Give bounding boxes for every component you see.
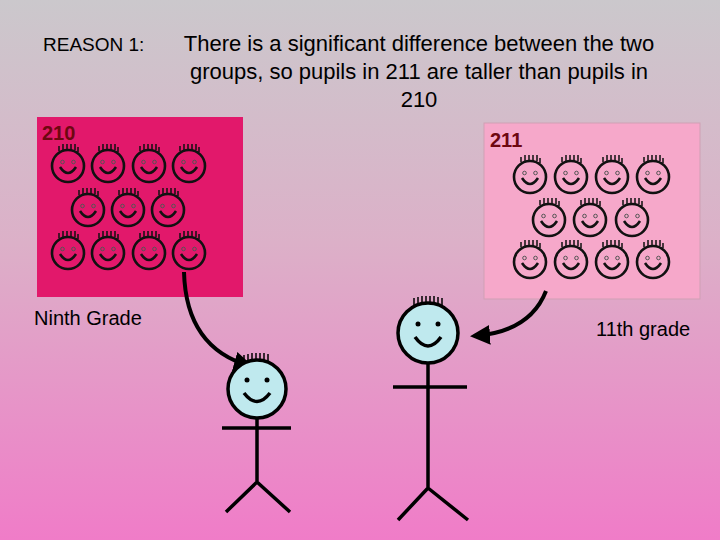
title-heading: There is a significant difference betwee… [172, 30, 666, 114]
group-box: 211 [484, 123, 700, 299]
tall-stick-figure [393, 296, 468, 520]
pointer-arrow [474, 291, 546, 336]
group-box: 210 [37, 117, 243, 297]
pointer-arrow [184, 272, 250, 366]
group-box-fill [37, 117, 243, 297]
reason-label: REASON 1: [43, 33, 144, 57]
pupil-faces [52, 144, 669, 278]
short-stick-figure [222, 353, 291, 512]
group-box-fill [484, 123, 700, 299]
group-number: 210 [42, 122, 75, 144]
grade-label: Ninth Grade [34, 306, 142, 330]
grade-label: 11th grade [596, 317, 690, 341]
pointer-arrows [184, 272, 546, 366]
group-number: 211 [490, 129, 522, 151]
